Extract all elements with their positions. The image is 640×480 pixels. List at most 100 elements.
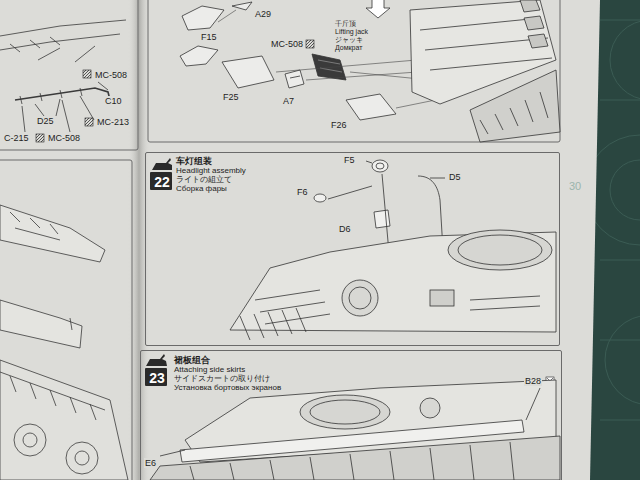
step-panel: 23裙板组合Attaching side skirtsサイドスカートの取り付けУ… [140, 350, 562, 480]
headlight-parts [366, 161, 372, 163]
top-right-parts [222, 56, 274, 88]
cutting-mat [610, 20, 640, 100]
step23-hull [300, 395, 390, 429]
top-left-hull [22, 106, 25, 132]
part-number: F15 [200, 32, 218, 42]
panel-frame [0, 0, 560, 480]
top-left-hull [15, 88, 110, 100]
step22-hull [349, 287, 371, 309]
left-hull [70, 318, 72, 330]
step23-hull [420, 398, 440, 418]
top-left-hull [56, 99, 60, 116]
top-right-parts [180, 46, 218, 66]
top-right-parts [318, 60, 342, 72]
part-number: A7 [282, 96, 295, 106]
step23-hull [190, 442, 514, 480]
top-left-hull [80, 96, 94, 120]
top-left-hull [0, 34, 120, 50]
step-badge [145, 158, 172, 386]
headlight-parts [430, 178, 445, 179]
part-number: B28 [524, 376, 542, 386]
headlight-parts [314, 194, 326, 202]
top-left-hull [98, 82, 108, 90]
step22-hull [448, 230, 552, 270]
top-left-hull [38, 48, 60, 60]
top-left-hull [62, 100, 70, 132]
left-hull [0, 205, 128, 480]
paint-code: MC-508 [47, 133, 81, 143]
step-heading: Установка бортовых экранов [174, 383, 281, 392]
top-left-hull [0, 20, 126, 36]
top-right-parts [232, 2, 252, 10]
step23-hull [310, 400, 380, 424]
left-hull [0, 205, 105, 262]
paint-icon [36, 40, 554, 385]
top-left-hull [20, 88, 82, 104]
top-right-hull [520, 0, 548, 48]
cutting-mat [610, 160, 640, 220]
paint-code: MC-508 [270, 39, 304, 49]
paper-page [0, 0, 600, 480]
top-right-hull [410, 0, 560, 142]
step-number: 22 [151, 173, 173, 191]
paper-page [0, 0, 600, 480]
headlight-parts [376, 163, 384, 169]
step22-hull [342, 280, 378, 316]
left-hull [0, 360, 128, 480]
top-right-parts [180, 0, 396, 120]
paint-icon [85, 118, 93, 126]
step-heading: Сборка фары [176, 184, 227, 193]
step23-hull [150, 436, 560, 480]
panel-frame [148, 0, 560, 142]
part-number: D6 [338, 224, 352, 234]
step-badge [152, 158, 172, 170]
step-heading: 裙板组合 [174, 356, 210, 365]
step22-hull [470, 296, 540, 310]
part-number: F6 [296, 187, 309, 197]
step23-hull [526, 388, 540, 420]
paper-page [128, 0, 150, 480]
part-number: D25 [36, 116, 55, 126]
top-right-parts [182, 6, 224, 30]
cutting-mat [605, 315, 640, 405]
step22-hull [255, 290, 330, 324]
top-right-parts [346, 94, 396, 120]
step-heading: 车灯组装 [176, 157, 212, 166]
top-right-parts [312, 54, 346, 80]
step-heading: Headlight assembly [176, 166, 246, 175]
top-left-hull [35, 104, 44, 116]
paint-code: MC-508 [94, 70, 128, 80]
left-hull [66, 442, 98, 474]
step23-hull [160, 450, 185, 456]
paint-code: C-215 [3, 133, 30, 143]
step-heading: ライトの組立て [176, 175, 232, 184]
step22-hull [430, 290, 454, 306]
assembly-line [218, 10, 236, 22]
left-hull [10, 212, 60, 240]
top-right-parts [285, 70, 304, 88]
cutting-mat [600, 20, 640, 420]
step-heading: Attaching side skirts [174, 365, 245, 374]
mat-number: 30 [568, 180, 582, 192]
step23-hull [150, 380, 560, 480]
step-badge [146, 354, 167, 366]
top-left-hull [10, 37, 60, 52]
part-number: F5 [343, 155, 356, 165]
panel-frame [0, 0, 138, 150]
part-number: C10 [104, 96, 123, 106]
paint-icon [83, 70, 91, 78]
headlight-parts [374, 210, 390, 228]
step-heading: サイドスカートの取り付け [174, 374, 270, 383]
part-number: E6 [144, 458, 157, 468]
headlight-parts [328, 186, 372, 199]
tool-label: 千斤顶 [334, 20, 357, 28]
step22-hull [230, 230, 556, 340]
left-hull [23, 433, 37, 447]
step-badge [145, 368, 167, 386]
top-right-hull [480, 92, 548, 134]
step22-hull [240, 308, 306, 340]
left-hull [0, 372, 105, 420]
tool-label: Lifting jack [334, 28, 369, 36]
